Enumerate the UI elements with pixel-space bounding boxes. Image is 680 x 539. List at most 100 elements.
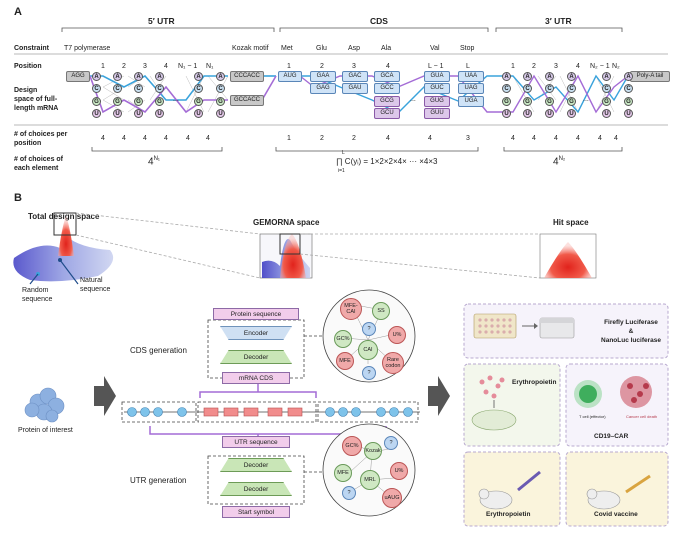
pos-utr3-n2: N₂ xyxy=(612,63,620,70)
pos-utr5-3: 3 xyxy=(143,63,147,70)
nucleotide-a: A xyxy=(216,72,225,81)
panel-b-graphics xyxy=(13,212,669,527)
nucleotide-g: G xyxy=(523,97,532,106)
codon-guc: GUC xyxy=(424,83,450,94)
pos-cds-2: 2 xyxy=(320,63,324,70)
bubble-mrl: MRL xyxy=(360,470,380,490)
nucleotide-u: U xyxy=(502,109,511,118)
codon-gac: GAC xyxy=(342,71,368,82)
bubble-mfe-cai: MFE-CAI xyxy=(340,298,362,320)
erythropoietin-label-1: Erythropoietin xyxy=(512,379,557,386)
pos-utr5-n1: N₁ xyxy=(206,63,214,70)
bubble-unknown-utr-2: ? xyxy=(342,486,356,500)
protein-of-interest-label: Protein of interest xyxy=(18,427,73,434)
nucleotide-u: U xyxy=(567,109,576,118)
nucleotide-a: A xyxy=(194,72,203,81)
decoder-box-utr-1: Decoder xyxy=(220,458,292,472)
nucleotide-g: G xyxy=(502,97,511,106)
nucleotide-a: A xyxy=(567,72,576,81)
nucleotide-c: C xyxy=(113,84,122,93)
nucleotide-a: A xyxy=(502,72,511,81)
nucleotide-c: C xyxy=(194,84,203,93)
codon-guu: GUU xyxy=(424,108,450,119)
choice-utr3-5: 4 xyxy=(598,135,602,142)
choice-cds-4: 4 xyxy=(386,135,390,142)
nucleotide-c: C xyxy=(602,84,611,93)
nucleotide-a: A xyxy=(113,72,122,81)
ellipsis-utr3: ... xyxy=(583,96,589,103)
polya-box: Poly-A tail xyxy=(630,71,670,82)
nucleotide-c: C xyxy=(567,84,576,93)
choice-utr3-4: 4 xyxy=(576,135,580,142)
choice-utr5-4: 4 xyxy=(164,135,168,142)
ellipsis-cds: ... xyxy=(410,96,416,103)
choice-utr5-2: 4 xyxy=(122,135,126,142)
bubble-u-utr: U% xyxy=(390,462,408,480)
erythropoietin-label-2: Erythropoietin xyxy=(486,511,531,518)
utr3-header: 3′ UTR xyxy=(545,16,572,26)
nucleotide-c: C xyxy=(523,84,532,93)
nucleotide-g: G xyxy=(624,97,633,106)
bubble-cai: CAI xyxy=(358,340,378,360)
nucleotide-a: A xyxy=(545,72,554,81)
nucleotide-g: G xyxy=(567,97,576,106)
bubble-gc-cds: GC% xyxy=(334,330,352,348)
total-space-title: Total design space xyxy=(28,212,100,221)
choice-utr3-2: 4 xyxy=(532,135,536,142)
constraint-ala: Ala xyxy=(381,45,392,52)
nucleotide-g: G xyxy=(216,97,225,106)
nucleotide-c: C xyxy=(134,84,143,93)
choice-cds-6: 3 xyxy=(466,135,470,142)
nucleotide-g: G xyxy=(155,97,164,106)
panel-a-lines xyxy=(14,27,668,152)
pos-utr3-1: 1 xyxy=(511,63,515,70)
utr-generation-label: UTR generation xyxy=(130,476,187,485)
choice-utr3-3: 4 xyxy=(554,135,558,142)
agg-box: AGG xyxy=(66,71,90,82)
bubble-u-cds: U% xyxy=(388,326,406,344)
ellipsis-utr5: ... xyxy=(173,96,179,103)
nucleotide-g: G xyxy=(92,97,101,106)
nucleotide-u: U xyxy=(113,109,122,118)
codon-gug: GUG xyxy=(424,96,450,107)
constraint-asp: Asp xyxy=(348,45,361,52)
codon-gcc: GCC xyxy=(374,83,400,94)
decoder-box-cds: Decoder xyxy=(220,350,292,364)
codon-uga: UGA xyxy=(458,96,484,107)
nucleotide-u: U xyxy=(155,109,164,118)
hit-space-title: Hit space xyxy=(553,218,589,227)
choice-utr5-3: 4 xyxy=(143,135,147,142)
start-symbol-box: Start symbol xyxy=(222,506,290,518)
constraint-stop: Stop xyxy=(460,45,475,52)
pos-utr3-n2m1: N₂ − 1 xyxy=(590,63,610,70)
cancer-cell-label: Cancer cell death xyxy=(626,414,658,419)
codon-gcg: GCG xyxy=(374,96,400,107)
cds-formula-top: L xyxy=(342,150,345,156)
cccacc-box: CCCACC xyxy=(230,71,264,82)
codon-uag: UAG xyxy=(458,83,484,94)
pos-cds-1: 1 xyxy=(287,63,291,70)
cds-generation-label: CDS generation xyxy=(130,346,187,355)
encoder-box: Encoder xyxy=(220,326,292,340)
panel-b-label: B xyxy=(14,192,22,204)
decoder-box-utr-2: Decoder xyxy=(220,482,292,496)
nucleotide-u: U xyxy=(92,109,101,118)
codon-gca: GCA xyxy=(374,71,400,82)
bubble-unknown-cds-2: ? xyxy=(362,366,376,380)
nucleotide-c: C xyxy=(502,84,511,93)
choice-utr5-1: 4 xyxy=(101,135,105,142)
pos-utr5-n1m1: N₁ − 1 xyxy=(178,63,198,70)
choices-label: # of choices per position xyxy=(14,131,68,147)
nucleotide-u: U xyxy=(134,109,143,118)
nucleotide-a: A xyxy=(523,72,532,81)
bubble-unknown-cds-1: ? xyxy=(362,322,376,336)
codon-gaa: GAA xyxy=(310,71,336,82)
nucleotide-u: U xyxy=(545,109,554,118)
constraint-glu: Glu xyxy=(316,45,327,52)
bubble-mfe-cds: MFE xyxy=(336,352,354,370)
choice-utr3-6: 4 xyxy=(614,135,618,142)
nucleotide-c: C xyxy=(155,84,164,93)
pos-cds-3: 3 xyxy=(352,63,356,70)
codon-gua: GUA xyxy=(424,71,450,82)
